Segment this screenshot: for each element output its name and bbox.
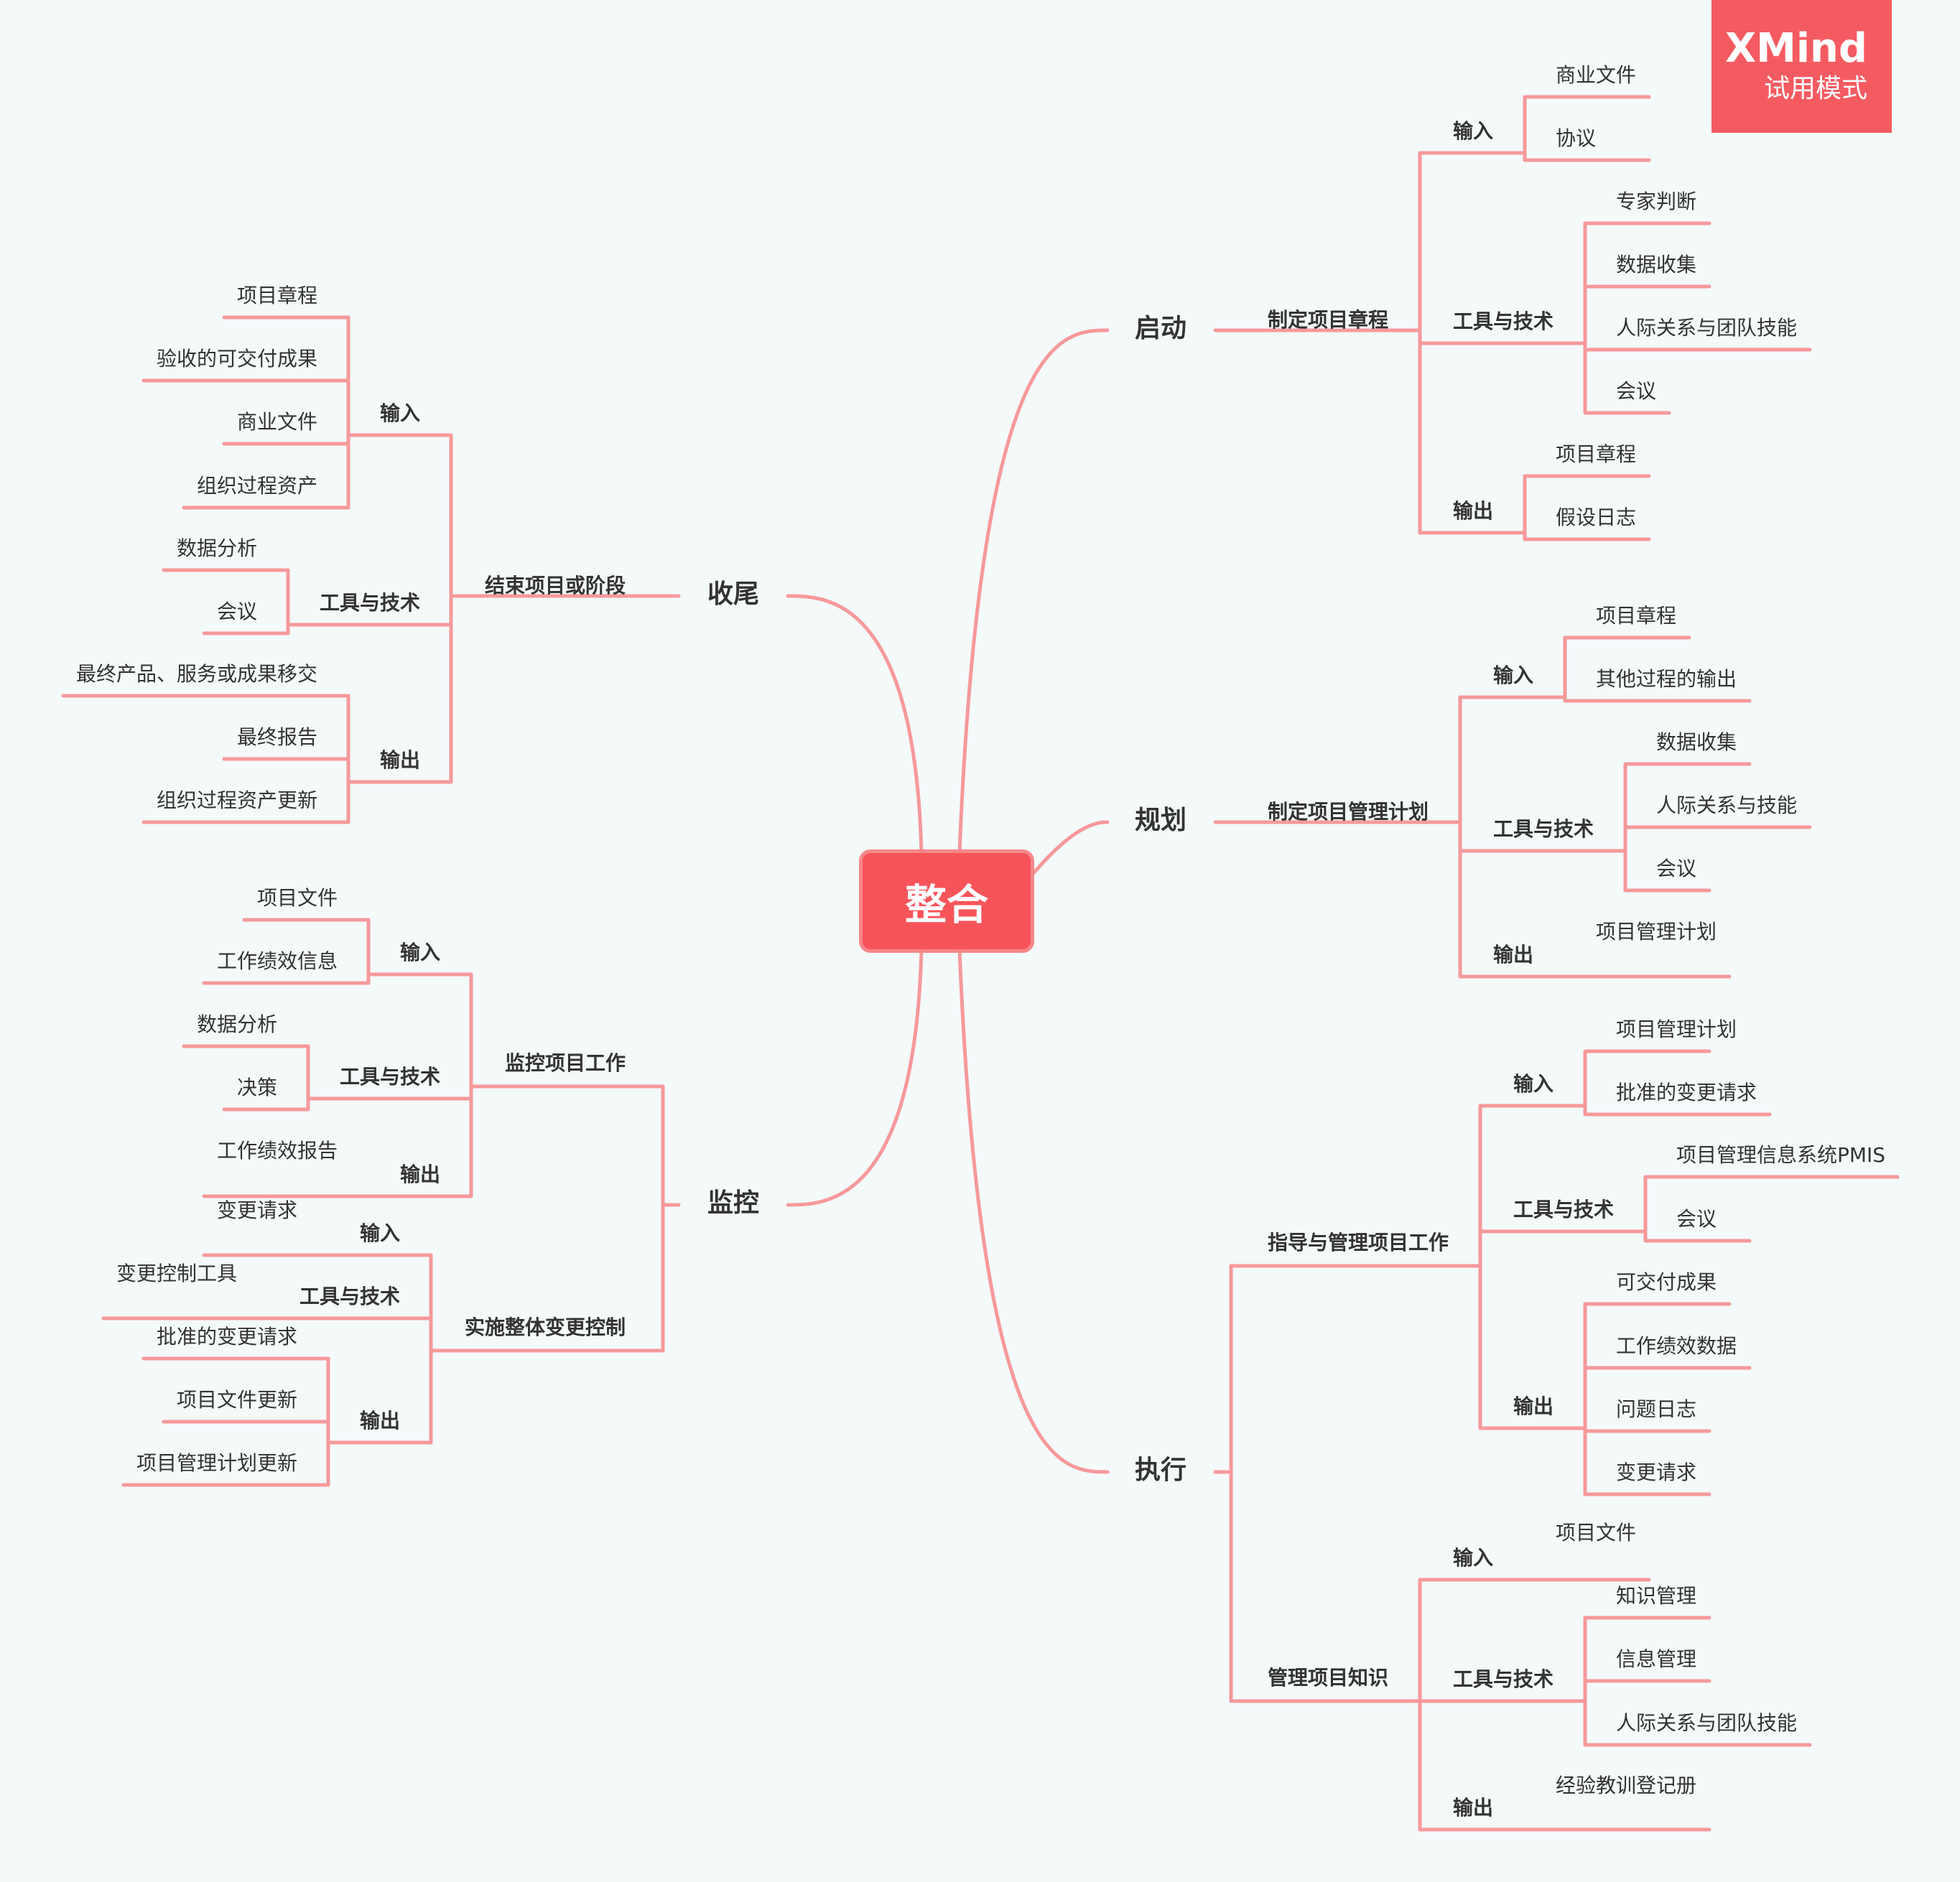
group-3-0-2[interactable]: 输出 [380, 748, 421, 772]
group-0-0-2[interactable]: 输出 [1453, 499, 1494, 523]
branch-connector [786, 594, 924, 854]
xmind-trial-watermark: XMind 试用模式 [1711, 0, 1892, 133]
leaf-item[interactable]: 工作绩效信息 [217, 949, 338, 973]
leaf-item[interactable]: 问题日志 [1616, 1397, 1697, 1421]
process-4-0[interactable]: 监控项目工作 [505, 1051, 626, 1075]
branch-1-topic[interactable]: 规划 [1135, 806, 1187, 835]
group-1-0-1[interactable]: 工具与技术 [1493, 817, 1594, 841]
process-4-1[interactable]: 实施整体变更控制 [465, 1315, 626, 1339]
process-0-0[interactable]: 制定项目章程 [1268, 308, 1389, 332]
group-2-1-2[interactable]: 输出 [1453, 1796, 1494, 1820]
branch-3-topic[interactable]: 收尾 [707, 579, 760, 609]
leaf-item[interactable]: 验收的可交付成果 [157, 347, 318, 371]
leaf-item[interactable]: 工作绩效数据 [1616, 1334, 1737, 1358]
group-3-0-0[interactable]: 输入 [380, 401, 421, 425]
leaf-item[interactable]: 知识管理 [1616, 1584, 1697, 1608]
group-4-0-0[interactable]: 输入 [400, 941, 441, 964]
group-2-0-1[interactable]: 工具与技术 [1513, 1198, 1615, 1221]
leaf-item[interactable]: 项目文件 [257, 886, 338, 910]
leaf-item[interactable]: 批准的变更请求 [157, 1325, 298, 1348]
leaf-item[interactable]: 变更请求 [1616, 1461, 1697, 1484]
process-3-0[interactable]: 结束项目或阶段 [485, 574, 626, 597]
trial-mode-label: 试用模式 [1763, 74, 1867, 103]
leaf-item[interactable]: 最终报告 [237, 725, 318, 749]
group-2-1-0[interactable]: 输入 [1453, 1546, 1494, 1570]
branch-connector [957, 328, 1110, 854]
leaf-item[interactable]: 假设日志 [1556, 506, 1637, 529]
group-1-0-2[interactable]: 输出 [1493, 943, 1534, 966]
group-4-0-2[interactable]: 输出 [400, 1163, 441, 1186]
branch-2-topic[interactable]: 执行 [1135, 1455, 1187, 1485]
group-0-0-1[interactable]: 工具与技术 [1453, 309, 1554, 333]
leaf-item[interactable]: 可交付成果 [1616, 1270, 1717, 1294]
leaf-item[interactable]: 组织过程资产更新 [157, 788, 318, 812]
leaf-item[interactable]: 项目章程 [1596, 604, 1677, 628]
branch-connector [1032, 820, 1110, 875]
group-2-1-1[interactable]: 工具与技术 [1453, 1667, 1554, 1691]
leaf-item[interactable]: 商业文件 [1556, 63, 1637, 87]
leaf-item[interactable]: 其他过程的输出 [1596, 667, 1737, 691]
leaf-item[interactable]: 人际关系与技能 [1656, 793, 1798, 817]
leaf-item[interactable]: 会议 [1656, 857, 1697, 880]
leaf-item[interactable]: 会议 [1676, 1207, 1717, 1231]
leaf-item[interactable]: 专家判断 [1616, 190, 1697, 213]
leaf-item[interactable]: 项目章程 [1556, 442, 1637, 466]
group-3-0-1[interactable]: 工具与技术 [320, 591, 421, 615]
leaf-item[interactable]: 批准的变更请求 [1616, 1081, 1757, 1104]
leaf-item[interactable]: 数据收集 [1616, 253, 1697, 276]
leaf-item[interactable]: 项目管理信息系统PMIS [1676, 1143, 1886, 1167]
leaf-item[interactable]: 人际关系与团队技能 [1616, 1711, 1798, 1735]
root-topic[interactable]: 整合 [859, 849, 1034, 953]
leaf-item[interactable]: 数据分析 [177, 536, 258, 560]
leaf-item[interactable]: 经验教训登记册 [1556, 1774, 1697, 1797]
leaf-item[interactable]: 人际关系与团队技能 [1616, 316, 1798, 340]
leaf-item[interactable]: 信息管理 [1616, 1647, 1697, 1671]
process-2-0[interactable]: 指导与管理项目工作 [1268, 1231, 1449, 1254]
process-1-0[interactable]: 制定项目管理计划 [1268, 800, 1429, 824]
leaf-item[interactable]: 项目管理计划 [1616, 1017, 1737, 1041]
leaf-item[interactable]: 变更请求 [217, 1198, 298, 1222]
group-4-1-1[interactable]: 工具与技术 [299, 1285, 401, 1308]
leaf-item[interactable]: 项目管理计划更新 [136, 1451, 298, 1475]
leaf-item[interactable]: 项目章程 [237, 284, 318, 307]
leaf-item[interactable]: 变更控制工具 [116, 1262, 238, 1285]
leaf-item[interactable]: 数据收集 [1656, 730, 1737, 754]
xmind-logo: XMind [1724, 25, 1867, 72]
leaf-item[interactable]: 会议 [217, 600, 258, 623]
leaf-item[interactable]: 工作绩效报告 [217, 1139, 338, 1163]
leaf-item[interactable]: 协议 [1556, 126, 1597, 150]
group-2-0-2[interactable]: 输出 [1513, 1394, 1554, 1418]
branch-connector [786, 948, 924, 1207]
branch-0-topic[interactable]: 启动 [1135, 314, 1187, 343]
leaf-item[interactable]: 项目文件 [1556, 1521, 1637, 1545]
branch-4-topic[interactable]: 监控 [707, 1188, 760, 1218]
group-1-0-0[interactable]: 输入 [1493, 663, 1534, 687]
leaf-item[interactable]: 商业文件 [237, 410, 318, 434]
leaf-item[interactable]: 决策 [237, 1076, 278, 1099]
group-4-1-2[interactable]: 输出 [360, 1409, 401, 1433]
leaf-item[interactable]: 最终产品、服务或成果移交 [76, 662, 318, 686]
leaf-item[interactable]: 数据分析 [197, 1012, 278, 1036]
branch-connector [957, 948, 1110, 1474]
leaf-item[interactable]: 项目文件更新 [177, 1388, 298, 1412]
group-0-0-0[interactable]: 输入 [1453, 119, 1494, 143]
group-2-0-0[interactable]: 输入 [1513, 1072, 1554, 1096]
leaf-item[interactable]: 会议 [1616, 379, 1657, 403]
leaf-item[interactable]: 项目管理计划 [1596, 920, 1717, 944]
group-4-0-1[interactable]: 工具与技术 [340, 1065, 441, 1089]
group-4-1-0[interactable]: 输入 [360, 1221, 401, 1245]
process-2-1[interactable]: 管理项目知识 [1268, 1666, 1389, 1690]
leaf-item[interactable]: 组织过程资产 [197, 474, 318, 498]
